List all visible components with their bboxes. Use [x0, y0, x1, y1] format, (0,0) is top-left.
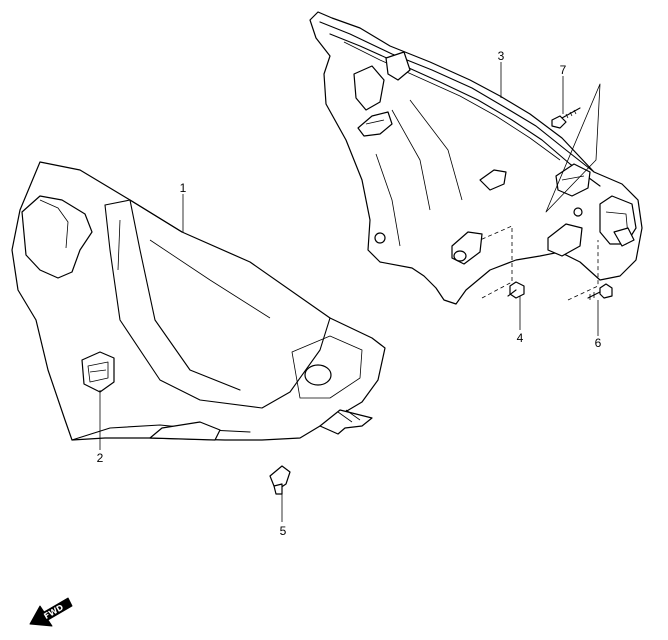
callout-6: 6	[595, 336, 602, 350]
screw-7	[551, 107, 581, 129]
assembly-lines	[479, 83, 601, 301]
screw-6	[587, 283, 613, 300]
front-handle-cover	[11, 161, 386, 441]
fwd-arrow-icon: FWD	[29, 597, 73, 627]
rear-handle-cover	[309, 11, 643, 305]
callout-labels: 1 2 3 4 5 6 7	[97, 49, 602, 538]
leader-lines	[99, 62, 599, 522]
screw-4	[507, 281, 525, 299]
push-clip-5	[269, 465, 291, 495]
fwd-label: FWD	[42, 603, 65, 621]
callout-7: 7	[560, 63, 567, 77]
callout-3: 3	[498, 49, 505, 63]
callout-4: 4	[517, 331, 524, 345]
callout-2: 2	[97, 451, 104, 465]
callout-1: 1	[180, 181, 187, 195]
callout-5: 5	[280, 524, 287, 538]
